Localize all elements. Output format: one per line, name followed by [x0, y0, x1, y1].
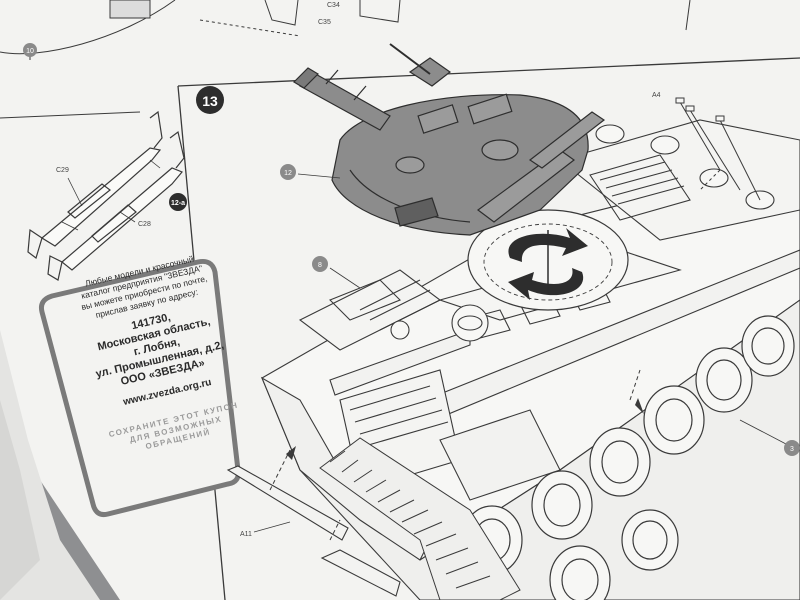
- track-link-segment: [319, 437, 521, 600]
- rod-leader-lines: [61, 159, 161, 231]
- leader-8: [329, 267, 361, 289]
- reference-callout-8: 8: [312, 256, 328, 272]
- rod-part-c28: [47, 130, 185, 281]
- sub-step-badge: 12-a: [169, 193, 187, 211]
- part-label-c28: C28: [138, 221, 151, 228]
- previous-step-panel: [0, 0, 691, 60]
- turret-assembly: [293, 43, 606, 236]
- reference-callout-3: 3: [784, 440, 800, 456]
- step-number-badge: 13: [196, 86, 224, 114]
- svg-text:3: 3: [790, 446, 794, 453]
- svg-text:8: 8: [318, 262, 322, 269]
- reference-callout-12: 12: [280, 164, 296, 180]
- assembly-arrows: [269, 369, 641, 541]
- page-edge-lower: [0, 400, 40, 600]
- part-label-c29: C29: [56, 167, 69, 174]
- part-label-a4: A4: [652, 92, 661, 99]
- part-a11: [226, 465, 401, 597]
- subpanel-frame: [0, 111, 141, 119]
- leader-3: [739, 419, 787, 445]
- part-label-c35: C35: [318, 19, 331, 26]
- part-label-c34: C34: [327, 2, 340, 9]
- leader-12: [297, 173, 341, 179]
- svg-text:12-a: 12-a: [171, 200, 185, 207]
- zvezda-coupon: [39, 259, 241, 517]
- svg-text:12: 12: [284, 170, 292, 177]
- a11-leader: [253, 521, 291, 533]
- reference-callout-10: 10: [23, 43, 37, 57]
- part-label-a11: A11: [240, 531, 252, 538]
- svg-text:13: 13: [202, 93, 218, 109]
- part-a4-antennas: [675, 97, 761, 201]
- step-frame-top: [177, 57, 800, 87]
- rod-part-c29: [27, 110, 163, 259]
- svg-text:10: 10: [26, 48, 34, 55]
- rotation-arrow-icon: [508, 228, 588, 300]
- arrow-heads: [286, 398, 644, 460]
